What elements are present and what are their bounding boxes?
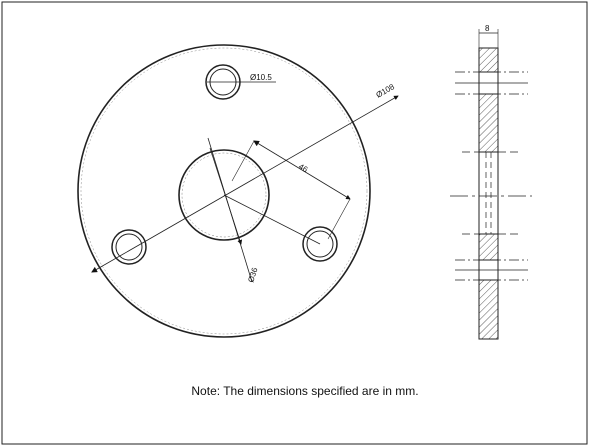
bore-diameter-label: Ø36 bbox=[246, 266, 259, 284]
outer-diameter-label: Ø108 bbox=[375, 82, 397, 100]
front-view: Ø108 Ø36 Ø10.5 46 bbox=[77, 44, 399, 338]
bolt-hole-right bbox=[302, 226, 338, 262]
outer-diameter-dimension-line bbox=[91, 95, 399, 273]
side-view: 8 bbox=[450, 24, 532, 340]
center-bore bbox=[178, 149, 270, 241]
flange-outer-circle bbox=[77, 44, 371, 338]
bolt-circle-radius-line bbox=[223, 194, 321, 245]
bolt-circle-radius-label: 46 bbox=[297, 162, 310, 175]
bolt-hole-diameter-label: Ø10.5 bbox=[250, 73, 272, 82]
dimensions-note: Note: The dimensions specified are in mm… bbox=[191, 384, 419, 398]
bolt-hole-left bbox=[111, 229, 147, 265]
thickness-label: 8 bbox=[485, 24, 490, 33]
